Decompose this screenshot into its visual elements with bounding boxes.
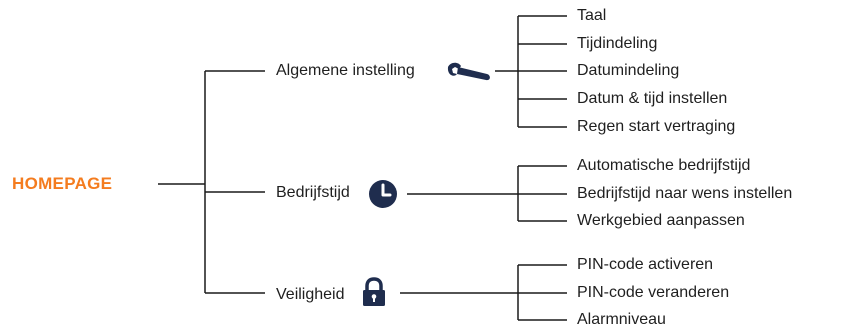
item-pin-code-activeren: PIN-code activeren <box>577 256 714 273</box>
branch-label-bedrijfstijd: Bedrijfstijd <box>276 184 350 201</box>
item-tijdindeling: Tijdindeling <box>577 35 658 52</box>
item-werkgebied-aanpassen: Werkgebied aanpassen <box>577 212 745 229</box>
item-datum-tijd-instellen: Datum & tijd instellen <box>577 90 728 107</box>
item-pin-code-veranderen: PIN-code veranderen <box>577 284 730 301</box>
homepage-root-label: HOMEPAGE <box>12 174 113 193</box>
branch-label-veiligheid: Veiligheid <box>276 286 345 303</box>
item-bedrijfstijd-naar-wens: Bedrijfstijd naar wens instellen <box>577 185 793 202</box>
wrench-icon <box>447 62 490 81</box>
item-alarmniveau: Alarmniveau <box>577 311 666 328</box>
branch-label-algemene-instelling: Algemene instelling <box>276 62 415 79</box>
item-automatische-bedrijfstijd: Automatische bedrijfstijd <box>577 157 751 174</box>
lock-icon <box>363 277 385 306</box>
item-taal: Taal <box>577 7 607 24</box>
clock-icon <box>369 180 397 208</box>
item-datumindeling: Datumindeling <box>577 62 680 79</box>
item-regen-start-vertraging: Regen start vertraging <box>577 118 736 135</box>
